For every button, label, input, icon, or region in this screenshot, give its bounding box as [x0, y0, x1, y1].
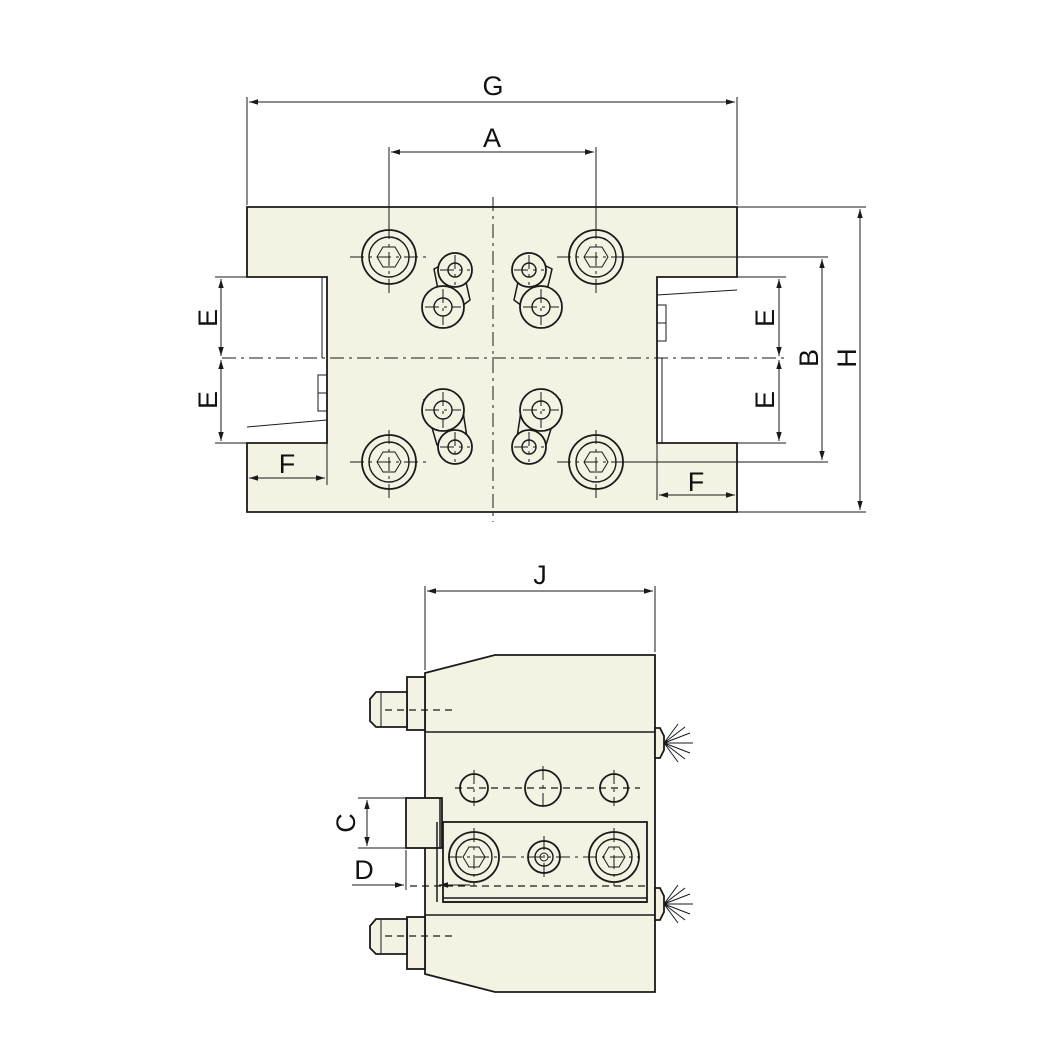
dim-label-f-right: F — [688, 467, 705, 497]
left-slot-wedge — [246, 419, 328, 428]
dim-label-f-left: F — [279, 449, 296, 479]
upper-stud — [369, 676, 455, 731]
top-view: G A H B E E E E F F — [193, 71, 866, 522]
dim-label-b: B — [794, 349, 824, 367]
lower-stud — [369, 916, 455, 970]
coolant-nozzle-lower — [654, 884, 693, 924]
dim-label-e-left-lower: E — [193, 391, 223, 409]
right-slot-wedge — [656, 289, 738, 296]
dim-label-d: D — [354, 855, 374, 885]
dim-label-c: C — [331, 813, 361, 833]
dim-label-g: G — [482, 71, 503, 101]
locating-key — [405, 797, 443, 849]
dim-label-a: A — [483, 123, 501, 153]
dim-label-e-right-lower: E — [750, 391, 780, 409]
adjust-screw-pair-lower-left — [421, 388, 473, 465]
side-view: J C D — [331, 560, 693, 993]
top-view-body — [246, 206, 738, 513]
dim-label-e-right-upper: E — [750, 309, 780, 327]
dim-label-h: H — [832, 348, 862, 368]
dim-label-j: J — [533, 560, 547, 590]
adjust-screw-pair-upper-right — [511, 252, 563, 329]
coolant-nozzle-upper — [654, 723, 693, 763]
dim-label-e-left-upper: E — [193, 309, 223, 327]
